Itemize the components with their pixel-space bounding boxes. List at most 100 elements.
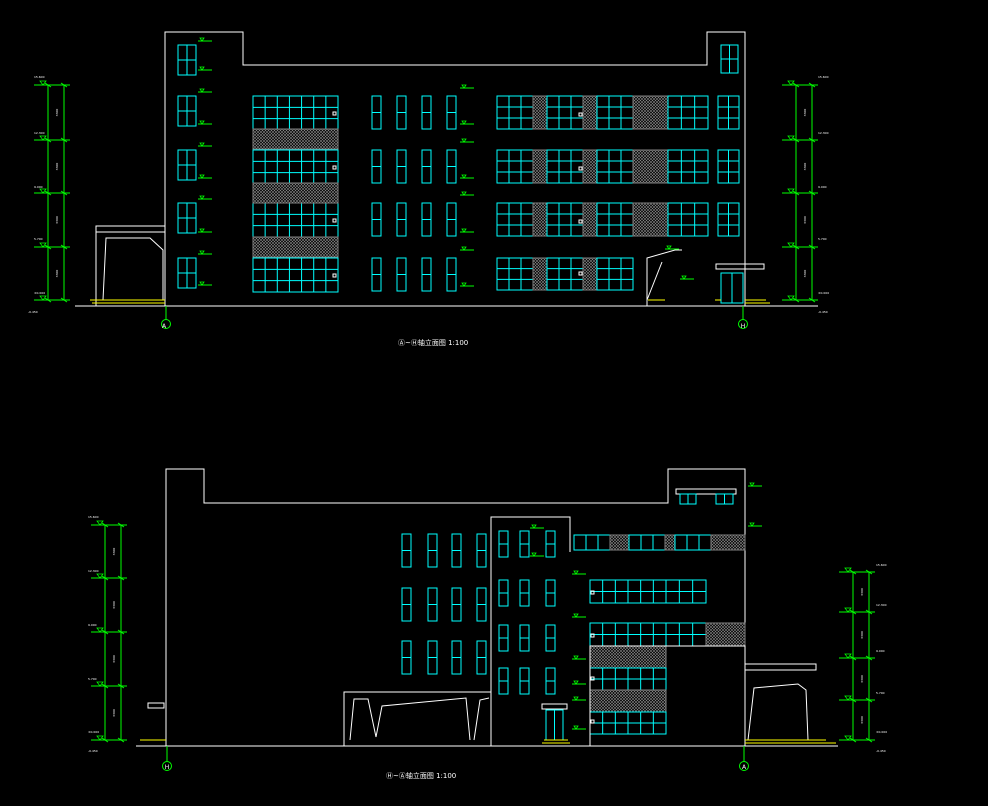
level-label: 9.000 [88,623,97,627]
level-triangle [573,725,579,730]
hatch-border [532,202,548,237]
dimension-value: 3300 [860,716,864,724]
narrow-window [446,149,457,184]
hatch-border [532,257,548,291]
level-label: 15.600 [34,75,45,79]
level-mark [572,570,586,575]
grid-axis-h [162,746,172,771]
level-triangle [844,567,852,573]
grid-bubble [162,761,172,771]
narrow-window [427,533,438,568]
roof-window [715,493,734,505]
level-triangle [844,735,852,741]
narrow-window [371,95,382,130]
hatch-border [532,149,548,184]
ribbon-window [252,95,339,131]
canopy-stub [147,702,165,709]
level-mark [748,482,762,487]
narrow-window [421,257,432,292]
narrow-window [396,149,407,184]
dimension-slash [44,244,52,250]
dimension-slash [60,190,68,196]
building-outline [165,468,746,746]
dimension-slash [117,629,125,635]
level-label: 12.300 [34,131,45,135]
entrance-wall [646,249,682,306]
window-frame [667,149,709,184]
level-label: 15.600 [818,75,829,79]
dimension-value: 3300 [860,588,864,596]
hatch-border [710,534,746,551]
level-triangle [39,80,47,86]
grid-label-bottom-right: A [742,764,747,771]
stair-window [519,624,530,652]
narrow-window [476,533,487,568]
dimension-slash [117,737,125,743]
level-triangle [96,627,104,633]
level-triangle [39,188,47,194]
narrow-window [446,202,457,237]
stair-window [545,667,556,695]
level-label: 12.300 [818,131,829,135]
dimension-value: 3300 [55,270,59,278]
spandrel-hatch [632,95,669,130]
level-mark [460,120,474,125]
spandrel-hatch [632,202,669,237]
hatch-border [664,534,676,551]
ribbon-window [667,202,709,237]
dimension-slash [849,655,857,661]
level-triangle [573,613,579,618]
canopy-roof [95,225,166,233]
dimension-slash [849,609,857,615]
level-triangle [787,188,795,194]
level-mark [572,655,586,660]
stair-window [519,579,530,607]
window-marker [590,590,595,595]
dimension-value: 3300 [803,216,807,224]
level-label: 12.300 [876,603,887,607]
window-marker [590,719,595,724]
walkway-roof [343,691,491,746]
level-triangle [666,245,672,250]
stair-window [177,202,197,234]
level-mark [460,84,474,89]
spandrel-hatch [582,202,598,237]
level-label: -0.450 [818,310,828,314]
spandrel-hatch [252,236,339,258]
spandrel-hatch [582,257,598,291]
level-triangle [461,174,467,179]
spandrel-hatch [589,645,667,669]
level-triangle [199,88,205,93]
grid-label-top-left: A [162,323,167,330]
grid-axis-h [738,306,748,329]
step-outline [589,645,746,746]
level-label: 5.700 [34,237,43,241]
level-mark [198,120,212,125]
ribbon-window [589,667,667,691]
level-label: ±0.000 [818,291,829,295]
level-mark [748,522,762,527]
hatch-border [582,257,598,291]
hatch-border [252,128,339,150]
level-mark [680,275,694,280]
stair-window [545,530,556,558]
dimension-value: 3300 [803,163,807,171]
dimension-slash [849,697,857,703]
dimension-value: 3300 [55,163,59,171]
level-triangle [461,84,467,89]
stair-window [498,530,509,558]
entrance-canopy [541,703,568,710]
entrance-canopy [715,263,765,270]
level-triangle [573,696,579,701]
canopy-column [102,237,164,301]
dimension-slash [808,82,816,88]
dimension-slash [117,522,125,528]
spandrel-hatch [532,149,548,184]
level-triangle [461,191,467,196]
narrow-window [446,257,457,292]
dimension-value: 3300 [803,270,807,278]
level-triangle [96,681,104,687]
spandrel-hatch [532,202,548,237]
